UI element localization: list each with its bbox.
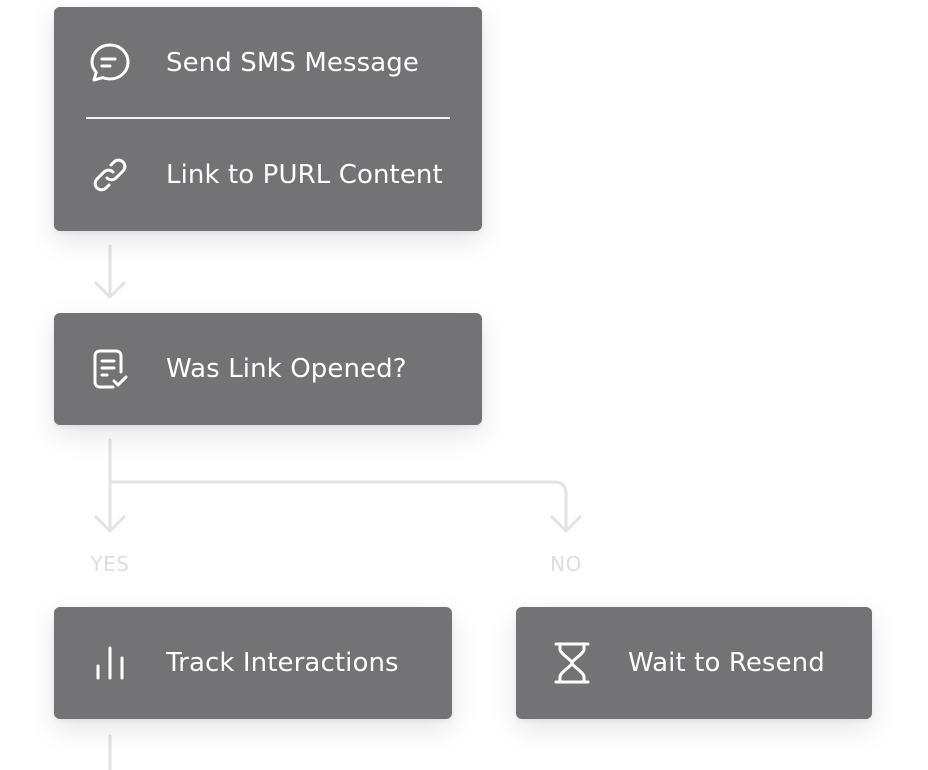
send-sms-row[interactable]: Send SMS Message: [54, 7, 482, 119]
track-interactions-label: Track Interactions: [166, 648, 399, 678]
send-sms-node[interactable]: Send SMS Message Link to PURL Content: [54, 7, 482, 231]
connector-arrowhead-1: [94, 281, 126, 299]
branch-label-no: NO: [550, 552, 582, 576]
track-interactions-row[interactable]: Track Interactions: [54, 607, 452, 719]
branch-label-yes: YES: [90, 552, 130, 576]
wait-to-resend-label: Wait to Resend: [628, 648, 825, 678]
wait-to-resend-row[interactable]: Wait to Resend: [516, 607, 872, 719]
link-icon: [86, 151, 134, 199]
was-link-opened-row[interactable]: Was Link Opened?: [54, 313, 482, 425]
connector-arrowhead-no: [550, 515, 582, 533]
was-link-opened-node[interactable]: Was Link Opened?: [54, 313, 482, 425]
hourglass-icon: [548, 639, 596, 687]
link-purl-row[interactable]: Link to PURL Content: [54, 119, 482, 231]
was-link-opened-label: Was Link Opened?: [166, 354, 407, 384]
connector-arrowhead-yes: [94, 515, 126, 533]
checklist-icon: [86, 345, 134, 393]
node-divider: [86, 117, 450, 119]
link-purl-label: Link to PURL Content: [166, 160, 443, 190]
connector-branch-no: [108, 480, 568, 532]
bar-chart-icon: [86, 639, 134, 687]
track-interactions-node[interactable]: Track Interactions: [54, 607, 452, 719]
wait-to-resend-node[interactable]: Wait to Resend: [516, 607, 872, 719]
chat-bubble-icon: [86, 39, 134, 87]
send-sms-label: Send SMS Message: [166, 48, 420, 78]
